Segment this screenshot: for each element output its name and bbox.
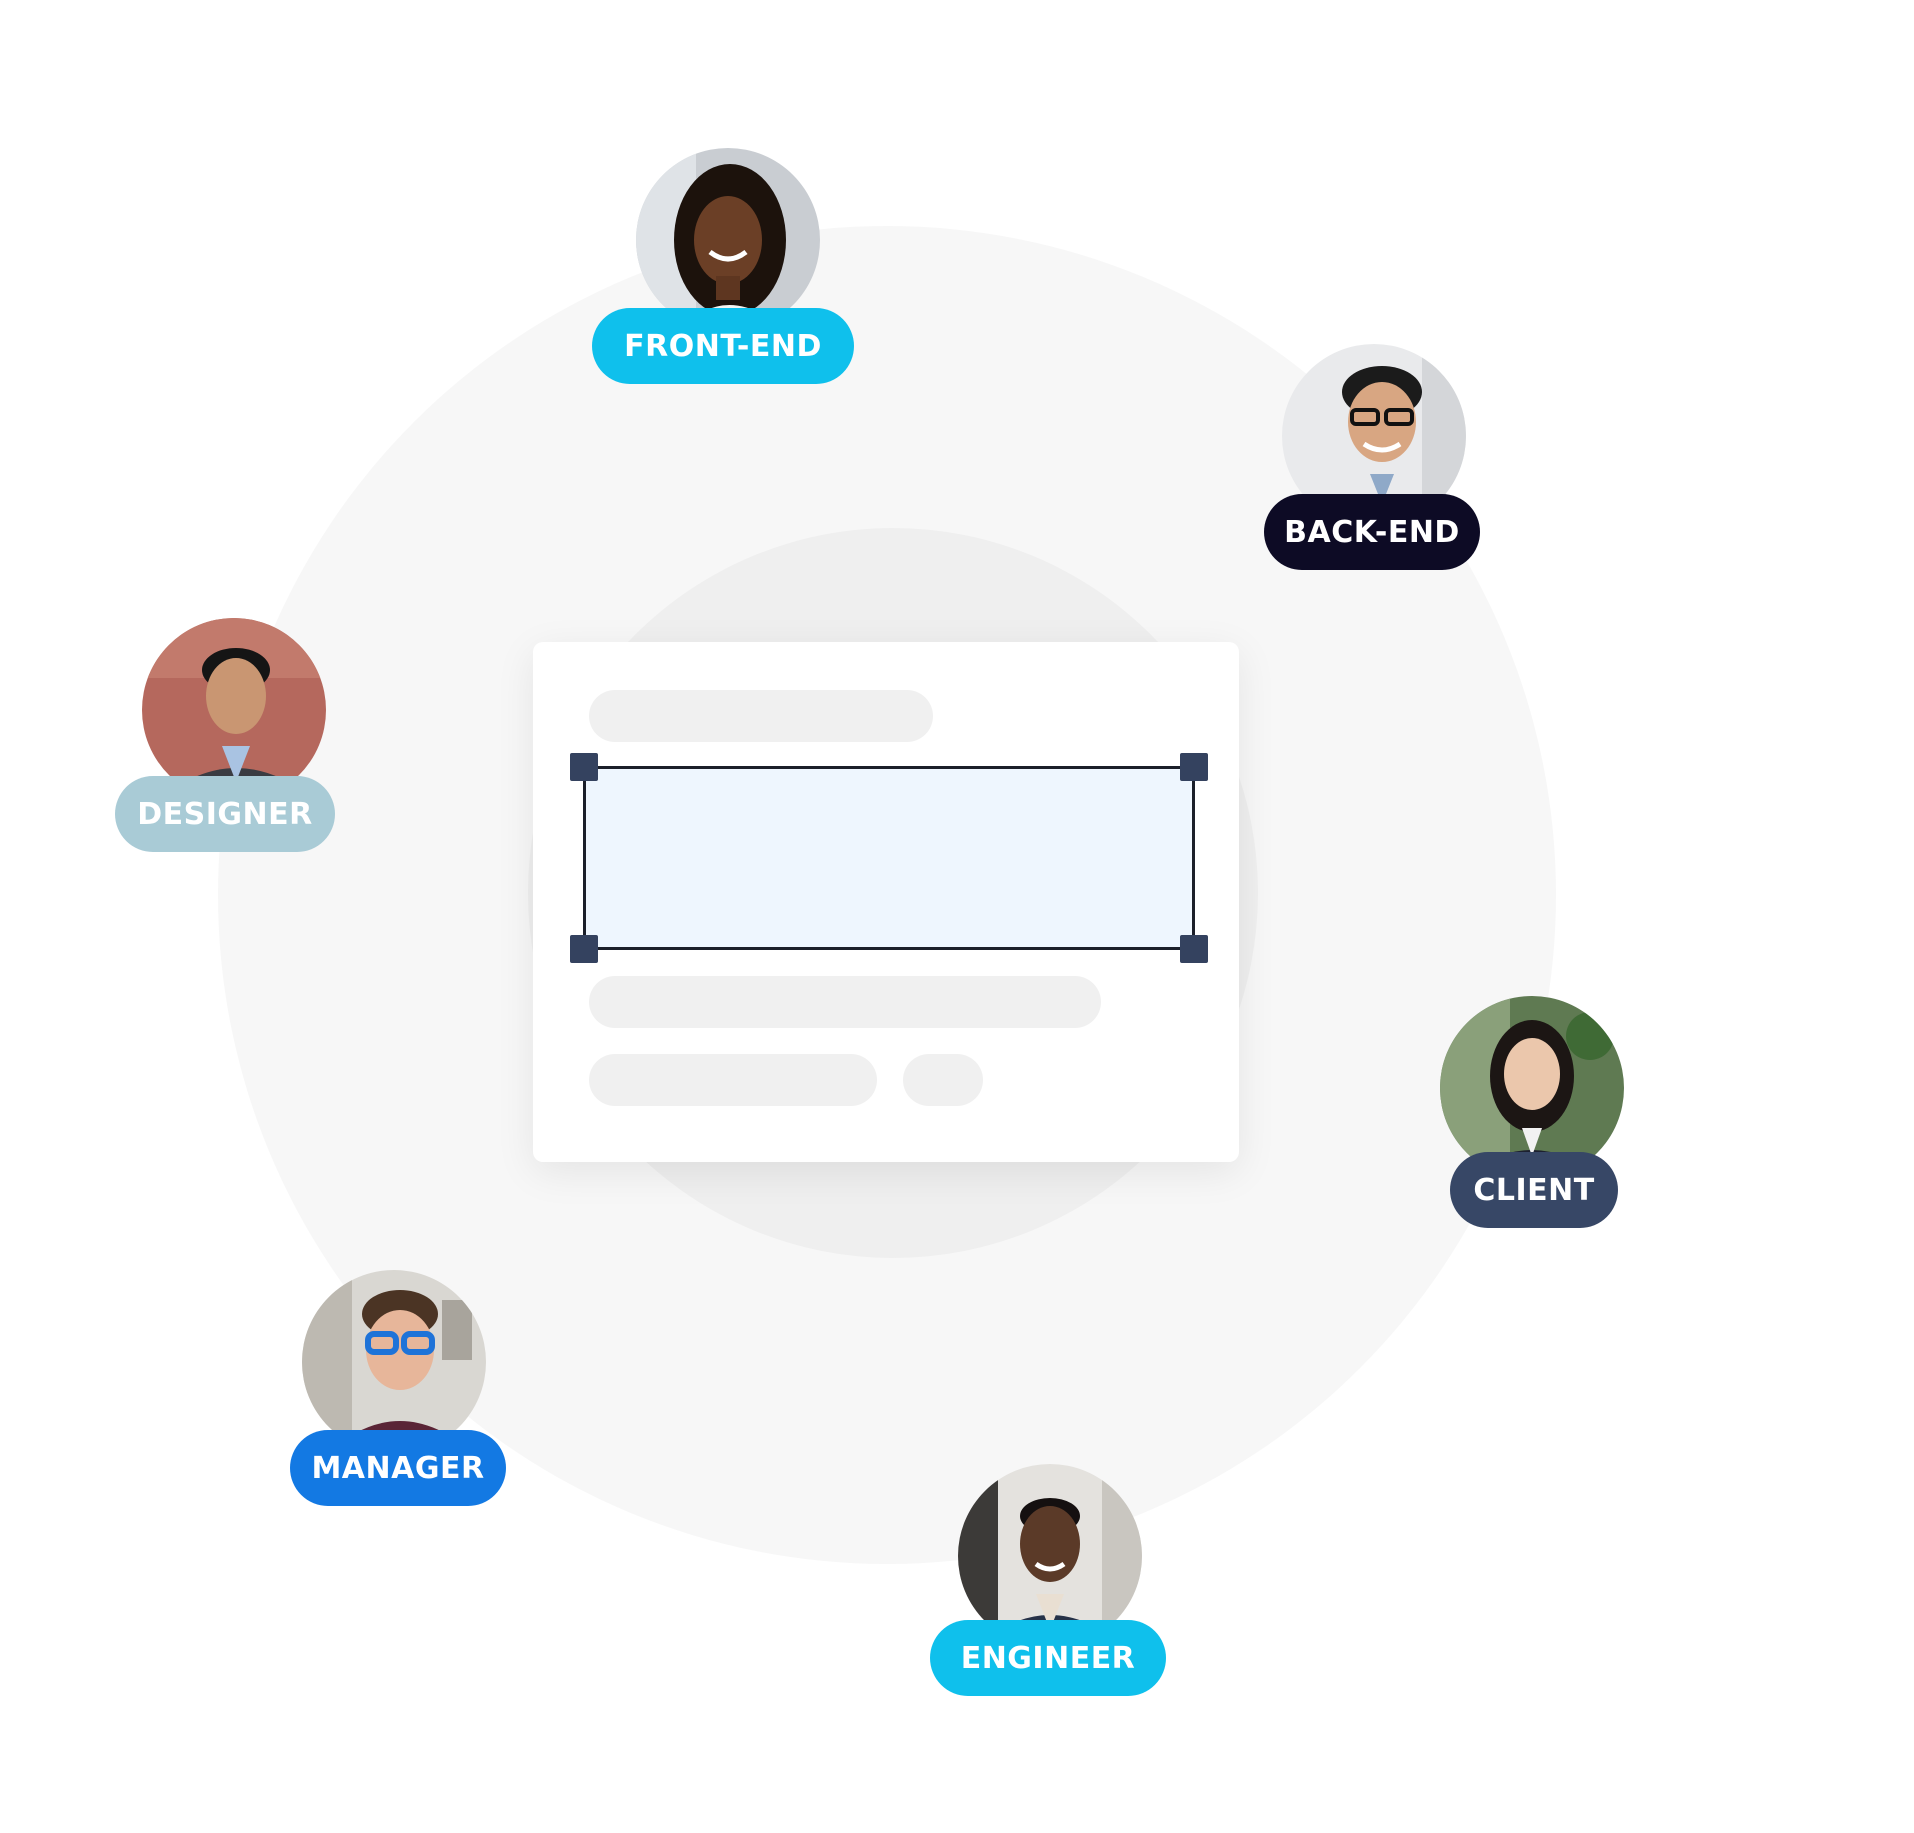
skeleton-button (903, 1054, 983, 1106)
skeleton-title-bar (589, 690, 933, 742)
wireframe-card (533, 642, 1239, 1162)
avatar-front-end (636, 148, 820, 332)
role-badge-designer: DESIGNER (115, 776, 335, 852)
avatar-client (1440, 996, 1624, 1180)
role-badge-engineer: ENGINEER (930, 1620, 1166, 1696)
skeleton-input (589, 1054, 877, 1106)
role-badge-back-end: BACK-END (1264, 494, 1480, 570)
resize-handle-bottom-right[interactable] (1180, 935, 1208, 963)
resize-handle-top-left[interactable] (570, 753, 598, 781)
role-badge-front-end: FRONT-END (592, 308, 854, 384)
resize-handle-top-right[interactable] (1180, 753, 1208, 781)
selected-element-box[interactable] (570, 753, 1208, 963)
skeleton-text-line (589, 976, 1101, 1028)
avatar-manager (302, 1270, 486, 1454)
role-badge-manager: MANAGER (290, 1430, 506, 1506)
resize-handle-bottom-left[interactable] (570, 935, 598, 963)
avatar-designer (142, 618, 326, 802)
role-badge-client: CLIENT (1450, 1152, 1618, 1228)
